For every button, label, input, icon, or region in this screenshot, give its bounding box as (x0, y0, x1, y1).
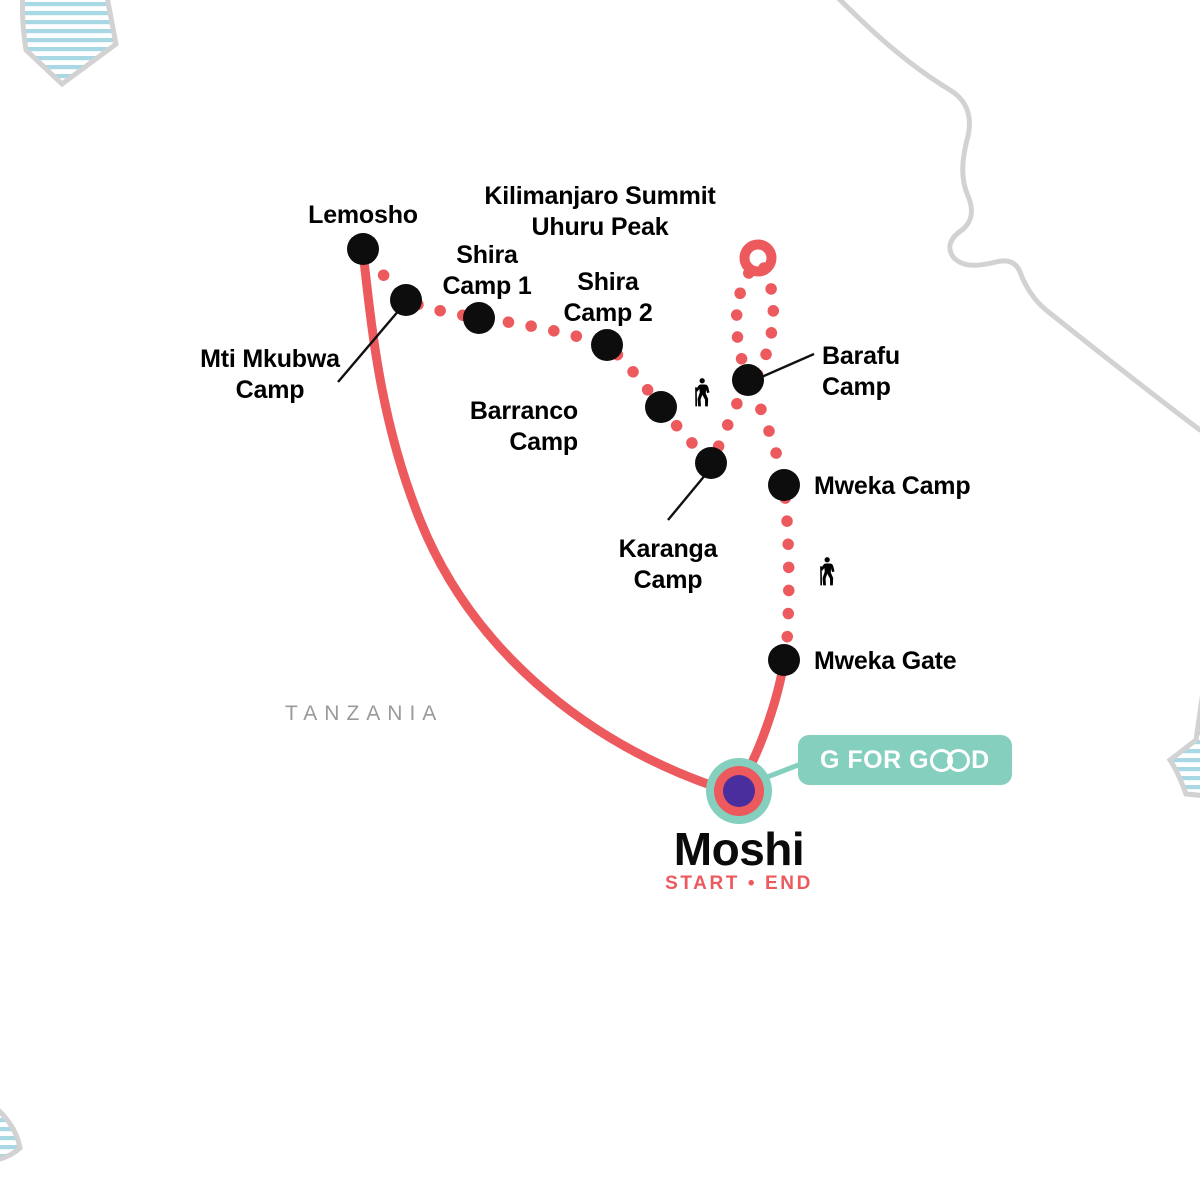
camp-node-mweka-gate[interactable] (768, 644, 800, 676)
g-for-good-badge[interactable]: G FOR G D (798, 735, 1012, 785)
label-shira-camp-2: Shira Camp 2 (563, 268, 653, 327)
camp-node-barafu-camp[interactable] (732, 364, 764, 396)
camp-node-group (347, 233, 800, 676)
camp-node-mti-mkubwa-camp[interactable] (390, 284, 422, 316)
g-for-good-label: G FOR G D (820, 746, 990, 775)
summit-label: Kilimanjaro Summit Uhuru Peak (484, 182, 716, 241)
label-mti-mkubwa-camp: Mti Mkubwa Camp (200, 345, 340, 404)
moshi-marker[interactable] (706, 758, 772, 824)
hiker-mweka-icon (820, 557, 835, 586)
label-mweka-camp: Mweka Camp (814, 472, 971, 500)
leader-line-mti-mkubwa (337, 301, 407, 383)
label-barafu-camp: Barafu Camp (822, 342, 900, 401)
camp-node-shira-camp-2[interactable] (591, 329, 623, 361)
camp-node-barranco-camp[interactable] (645, 391, 677, 423)
water-body-top-left (19, 0, 119, 88)
label-mweka-gate: Mweka Gate (814, 647, 957, 675)
summit-marker[interactable] (739, 239, 777, 277)
hiker-barranco-barafu-icon (695, 378, 710, 407)
g-for-good-prefix: G FOR G (820, 745, 930, 774)
region-border-line (836, 0, 1200, 433)
start-end-subtitle: START • END (665, 873, 813, 894)
label-barranco-camp: Barranco Camp (469, 397, 578, 456)
label-shira-camp-1: Shira Camp 1 (442, 241, 532, 300)
water-body-bottom-left (0, 1108, 23, 1162)
water-body-right (1166, 695, 1200, 798)
country-label: TANZANIA (285, 702, 444, 725)
label-karanga-camp: Karanga Camp (618, 535, 718, 594)
camp-node-lemosho[interactable] (347, 233, 379, 265)
label-lemosho: Lemosho (308, 201, 418, 229)
camp-node-shira-camp-1[interactable] (463, 302, 495, 334)
camp-node-karanga-camp[interactable] (695, 447, 727, 479)
hiker-icon-group (695, 378, 835, 586)
infinity-oo-icon (930, 748, 971, 772)
start-end-city-name: Moshi (673, 823, 805, 875)
g-for-good-suffix: D (971, 745, 990, 774)
camp-node-mweka-camp[interactable] (768, 469, 800, 501)
dotted-trek-route-descent (746, 382, 795, 661)
leader-line-barafu (756, 352, 815, 381)
